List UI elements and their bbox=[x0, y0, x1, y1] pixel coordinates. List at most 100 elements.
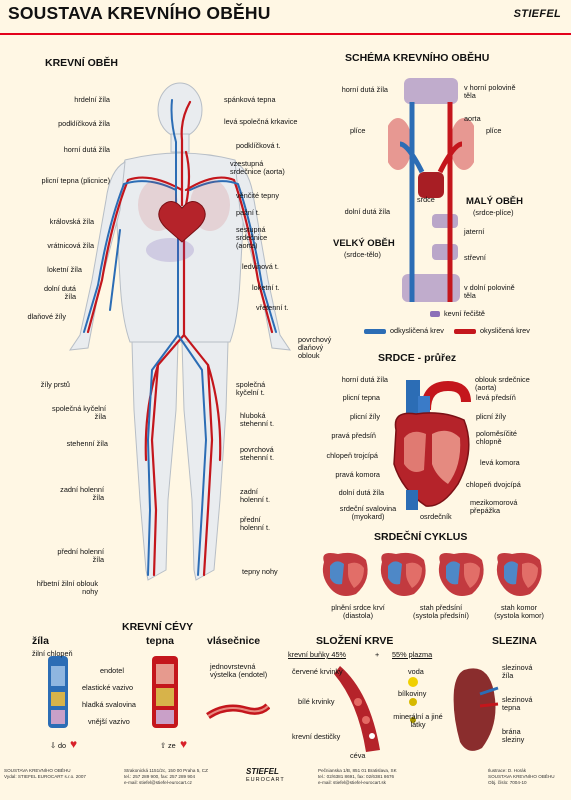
heart-label-oblouk-srdecnice: oblouk srdečnice (aorta) bbox=[475, 375, 530, 392]
cycle-caption-2-line1: stah předsíní bbox=[419, 603, 463, 612]
section-heading-circulation: KREVNÍ OBĚH bbox=[45, 57, 118, 69]
heart-icon: ♥ bbox=[70, 737, 78, 751]
heart-label-chlopen-trojcipa: chlopeň trojcípá bbox=[326, 451, 378, 460]
legend-oxy-swatch bbox=[454, 329, 476, 334]
body-circulation-illustration bbox=[68, 82, 292, 581]
label-zadni-holenni-zila: zadní holenní žíla bbox=[60, 485, 104, 502]
label-predni-holenni-t: přední holenní t. bbox=[240, 515, 271, 532]
footer-col5-line3: Obj. číslo: 7004-10 bbox=[488, 780, 527, 785]
label-plicni-tepna: plicní tepna (plicnice) bbox=[41, 176, 110, 185]
heart-cross-section-illustration bbox=[393, 380, 471, 510]
blood-item-bilkoviny: bílkoviny bbox=[398, 689, 427, 698]
vein-illustration bbox=[48, 656, 68, 728]
heart-label-leva-komora: levá komora bbox=[480, 458, 520, 467]
label-kralovska-zila: královská žíla bbox=[49, 217, 94, 226]
label-spolecna-kycelni-zila: společná kyčelní žíla bbox=[52, 404, 106, 421]
label-vretenni-t: vřetenní t. bbox=[256, 303, 289, 312]
label-loketni-t: loketní t. bbox=[252, 283, 280, 292]
footer-col4-line1: Pečnianska 1/B, 851 01 Bratislava, SK bbox=[318, 768, 397, 773]
label-ledvinova-t: ledvinová t. bbox=[242, 262, 279, 271]
footer-col1-line2: Vydal: STIEFEL EUROCART s.r.o. 2007 bbox=[4, 774, 86, 779]
section-heading-spleen: SLEZINA bbox=[492, 635, 537, 647]
maly-obeh-sub: (srdce-plíce) bbox=[473, 208, 514, 217]
blood-item-cervene-krvinky: červené krvinky bbox=[292, 667, 343, 676]
heart-label-myokard: srdeční svalovina (myokard) bbox=[339, 504, 397, 521]
cycle-caption-1-line1: plnění srdce krví bbox=[331, 603, 385, 612]
footer-col4-line2: tel.: 02/6381 8691, fax: 02/6381 8676 bbox=[318, 774, 395, 779]
velky-obeh-sub: (srdce-tělo) bbox=[344, 250, 381, 259]
arrow-down-icon: ⇩ bbox=[50, 741, 57, 750]
blood-vessel-cut-illustration bbox=[334, 666, 380, 752]
heart-label-prava-komora: pravá komora bbox=[335, 470, 380, 479]
label-tepny-nohy: tepny nohy bbox=[242, 567, 278, 576]
blood-plasma-label: 55% plazma bbox=[392, 650, 433, 659]
label-stehenni-zila: stehenní žíla bbox=[66, 439, 108, 448]
heart-label-polomesicite-chlopne: poloměsíčité chlopně bbox=[476, 429, 517, 446]
schema-label-dolni-duta-zila: dolní dutá žíla bbox=[344, 207, 390, 216]
section-heading-blood: SLOŽENÍ KRVE bbox=[316, 635, 394, 647]
section-heading-heart: SRDCE - průřez bbox=[378, 352, 457, 364]
vessel-label-zilni-chlopen: žilní chlopeň bbox=[32, 649, 73, 658]
label-vratnicova-zila: vrátnicová žíla bbox=[47, 241, 94, 250]
footer-col2-line2: tel.: 257 289 900, fax: 257 289 904 bbox=[124, 774, 196, 779]
capillary-bed-swatch bbox=[430, 311, 440, 317]
spleen-label-brana-sleziny: brána sleziny bbox=[502, 727, 525, 744]
cycle-caption-1-line2: (diastola) bbox=[342, 611, 373, 620]
label-ziiy-prstu: žíly prstů bbox=[40, 380, 70, 389]
label-pazni-t: pažní t. bbox=[236, 208, 260, 217]
heart-label-prava-predsin: pravá předsíň bbox=[331, 431, 376, 440]
spleen-label-slezinova-tepna: slezinová tepna bbox=[502, 695, 533, 712]
heart-label-plicni-ziiy-right: plicní žíly bbox=[476, 412, 507, 421]
heart-label-chlopen-dvojcipa: chlopeň dvojcípá bbox=[466, 480, 521, 489]
brand-logo: STIEFEL bbox=[513, 8, 561, 20]
circulation-schema-diagram bbox=[388, 78, 474, 302]
heart-label-plicni-ziiy-left: plicní žíly bbox=[349, 412, 380, 421]
vessel-label-elasticke-vazivo: elastické vazivo bbox=[82, 683, 134, 692]
label-horni-duta-zila: horní dutá žíla bbox=[63, 145, 110, 154]
cycle-caption-3-line1: stah komor bbox=[500, 603, 538, 612]
capillary-illustration bbox=[206, 703, 270, 719]
label-hrbetni-zilni-oblouk: hřbetní žilní oblouk nohy bbox=[36, 579, 98, 596]
label-vzestupna-srdecnice: vzestupná srdečnice (aorta) bbox=[230, 159, 285, 176]
section-heading-vessels: KREVNÍ CÉVY bbox=[122, 621, 194, 633]
footer-col2-line1: Strakonická 1151/2c, 150 00 Praha 5, CZ bbox=[124, 768, 208, 773]
cycle-caption-3-line2: (systola komor) bbox=[494, 611, 544, 620]
footer-col5-line1: Ilustrace: D. Horák bbox=[488, 768, 527, 773]
maly-obeh-heading: MALÝ OBĚH bbox=[466, 196, 523, 207]
schema-label-kevni-reciste: kevní řečiště bbox=[444, 309, 485, 318]
vessel-label-endotel: endotel bbox=[100, 666, 124, 675]
schema-label-plice-left: plíce bbox=[350, 126, 366, 135]
artery-illustration bbox=[152, 656, 178, 728]
artery-from-label: ze bbox=[168, 741, 176, 750]
spleen-illustration bbox=[453, 668, 499, 751]
blood-plus-sign: + bbox=[375, 650, 380, 659]
plasma-drops-illustration bbox=[408, 677, 418, 723]
schema-label-aorta: aorta bbox=[464, 114, 481, 123]
velky-obeh-heading: VELKÝ OBĚH bbox=[333, 238, 395, 249]
schema-label-plice-right: plíce bbox=[486, 126, 502, 135]
heart-icon: ♥ bbox=[180, 737, 188, 751]
label-vencite-tepny: věnčité tepny bbox=[236, 191, 279, 200]
label-zadni-holenni-t: zadní holenní t. bbox=[240, 487, 271, 504]
legend-deoxy-label: odkysličená krev bbox=[390, 326, 444, 335]
vessel-label-hladka-svalovina: hladká svalovina bbox=[82, 700, 136, 709]
schema-label-horni-polovina: v horní polovině těla bbox=[464, 83, 516, 100]
vessel-col-vein: žíla bbox=[32, 635, 49, 647]
section-heading-schema: SCHÉMA KREVNÍHO OBĚHU bbox=[345, 52, 490, 64]
heart-label-mezikomorova-prepazka: mezikomorová přepážka bbox=[470, 498, 518, 515]
cardiac-cycle-illustration bbox=[322, 552, 542, 596]
vessel-col-capillary: vlásečnice bbox=[207, 635, 261, 647]
blood-item-krevni-desticky: krevní destičky bbox=[292, 732, 341, 741]
header-rule bbox=[0, 33, 571, 35]
label-povrchova-stehenni-t: povrchová stehenní t. bbox=[240, 445, 275, 462]
label-dolni-duta-zila: dolní dutá žíla bbox=[43, 284, 76, 301]
section-heading-cycle: SRDEČNÍ CYKLUS bbox=[374, 531, 468, 543]
vessel-label-endotel-capillary: jednovrstevná výstelka (endotel) bbox=[210, 662, 268, 679]
label-spankova-tepna: spánková tepna bbox=[224, 95, 276, 104]
spleen-label-slezinova-zila: slezinová žíla bbox=[502, 663, 533, 680]
heart-label-horni-duta-zila: horní dutá žíla bbox=[341, 375, 388, 384]
label-hrdelni-zila: hrdelní žíla bbox=[74, 95, 110, 104]
footer-col4-line3: e-mail: stiefel@stiefel-eurocart.sk bbox=[318, 780, 386, 785]
footer-col2-line3: e-mail: stiefel@stiefel-eurocart.cz bbox=[124, 780, 192, 785]
legend-oxy-label: okysličená krev bbox=[480, 326, 530, 335]
